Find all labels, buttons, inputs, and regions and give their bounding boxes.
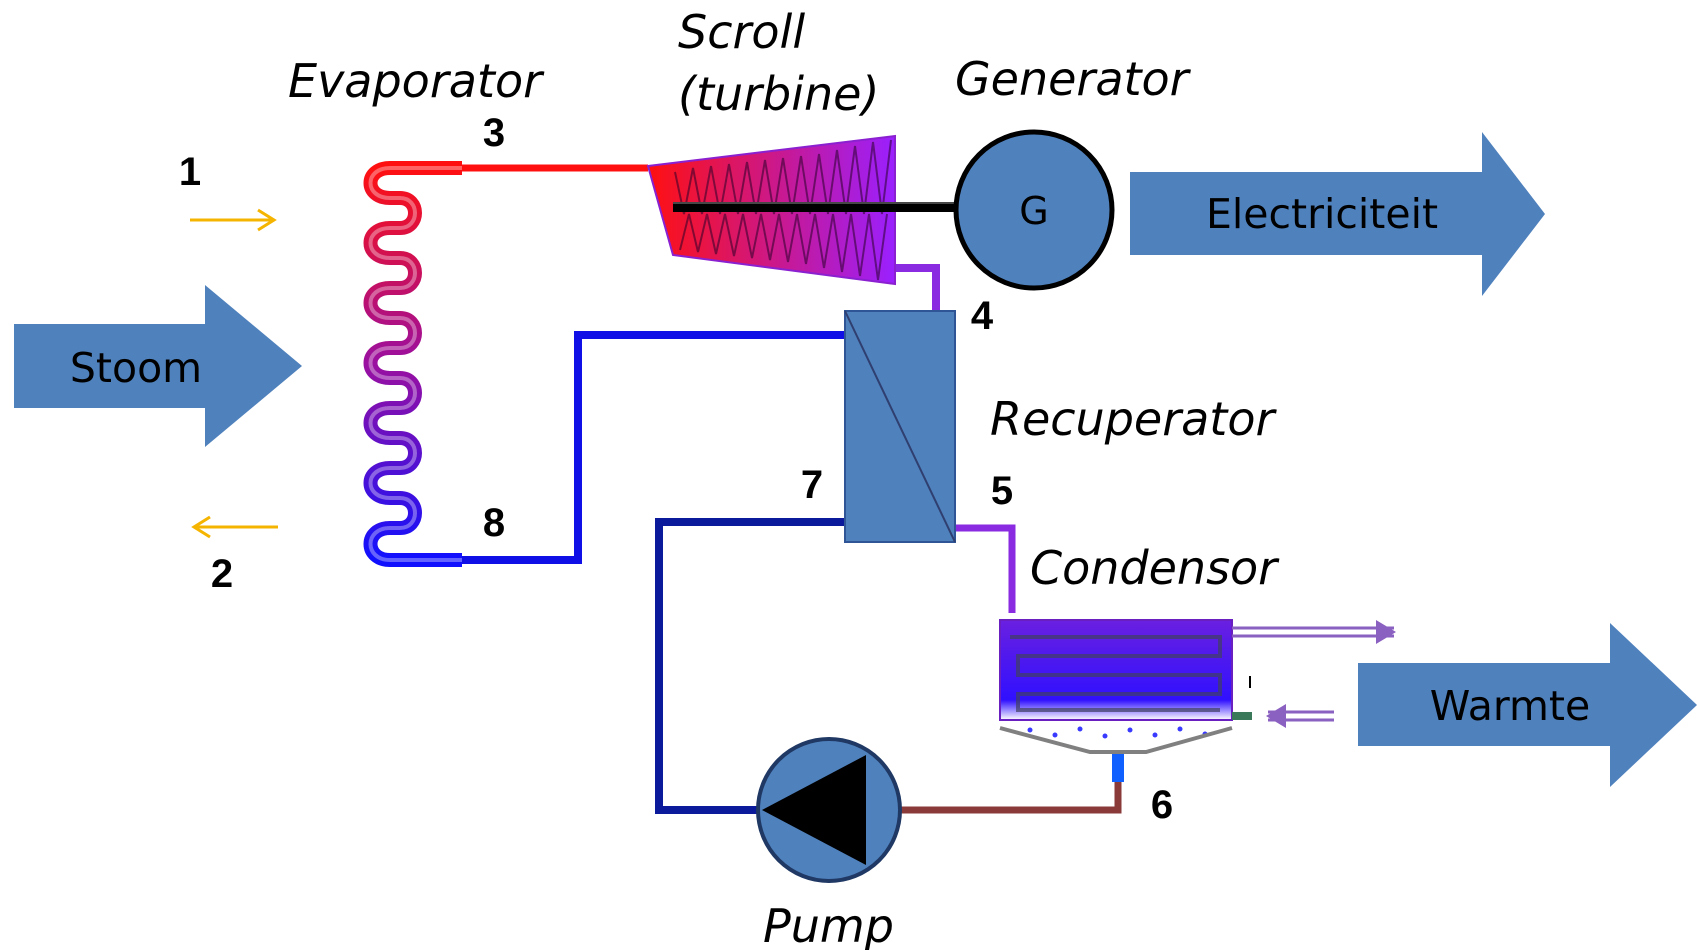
recuperator-icon <box>844 310 956 543</box>
state-point-3: 3 <box>483 111 505 155</box>
generator-label: Generator <box>955 52 1192 106</box>
state-point-2: 2 <box>211 552 233 596</box>
state-point-4: 4 <box>971 294 994 338</box>
stoom-arrow: Stoom <box>14 285 302 447</box>
condensor-label: Condensor <box>1030 541 1280 595</box>
stoom-label: Stoom <box>70 344 202 392</box>
state-point-5: 5 <box>991 469 1013 513</box>
scroll-turbine-icon <box>646 134 957 286</box>
generator-symbol: G <box>1019 189 1048 233</box>
recuperator-label: Recuperator <box>990 392 1277 446</box>
state-point-1: 1 <box>179 150 201 194</box>
condensor-icon <box>999 619 1396 754</box>
steam-in-arrow-icon <box>190 208 277 232</box>
generator-circle-icon: G <box>953 129 1115 291</box>
state-point-8: 8 <box>483 501 505 545</box>
pipe-7 <box>655 518 845 814</box>
state-point-7: 7 <box>801 463 823 507</box>
electricity-arrow: Electriciteit <box>1130 132 1545 296</box>
pipe-8 <box>462 331 845 564</box>
turbine-label: (turbine) <box>678 67 879 121</box>
state-point-6: 6 <box>1151 783 1173 827</box>
pump-icon <box>756 737 902 883</box>
heat-arrow: Warmte <box>1358 623 1697 787</box>
pipe-5 <box>955 524 1016 613</box>
electricity-label: Electriciteit <box>1206 190 1438 238</box>
evaporator-label: Evaporator <box>288 54 545 108</box>
evaporator-coil-icon <box>363 161 462 567</box>
pipes <box>462 164 1124 814</box>
steam-out-arrow-icon <box>191 515 278 539</box>
pipe-6 <box>898 782 1122 814</box>
pipe-4 <box>890 264 940 314</box>
heat-label: Warmte <box>1430 682 1590 730</box>
scroll-label: Scroll <box>678 5 805 59</box>
pump-label: Pump <box>763 899 894 950</box>
